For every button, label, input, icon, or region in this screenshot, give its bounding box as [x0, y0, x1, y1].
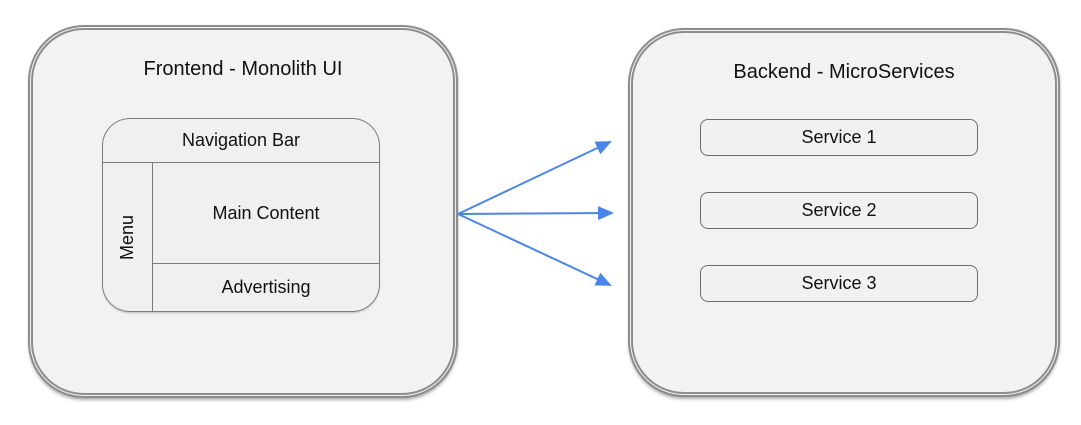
service-box-3: Service 3	[700, 265, 978, 302]
navigation-bar-region: Navigation Bar	[103, 119, 379, 163]
backend-microservices-box: Backend - MicroServices Service 1 Servic…	[628, 28, 1060, 397]
advertising-region: Advertising	[221, 277, 311, 297]
service-box-2: Service 2	[700, 192, 978, 229]
arrow-to-service-1	[457, 141, 612, 215]
main-content-region: Main Content	[153, 163, 379, 264]
frontend-to-backend-arrows	[457, 141, 614, 286]
arrow-to-service-2	[457, 206, 614, 221]
menu-label: Menu	[117, 214, 137, 260]
menu-region: Menu	[103, 163, 153, 311]
backend-title: Backend - MicroServices	[733, 61, 955, 83]
frontend-title: Frontend - Monolith UI	[143, 58, 343, 80]
frontend-monolith-box: Frontend - Monolith UI Navigation Bar Me…	[28, 25, 458, 398]
frontend-ui-mockup: Navigation Bar Menu Main Content Adverti…	[102, 118, 380, 312]
services-list: Service 1 Service 2 Service 3	[700, 119, 978, 302]
service-box-1: Service 1	[700, 119, 978, 156]
arrow-to-service-3	[457, 213, 612, 286]
